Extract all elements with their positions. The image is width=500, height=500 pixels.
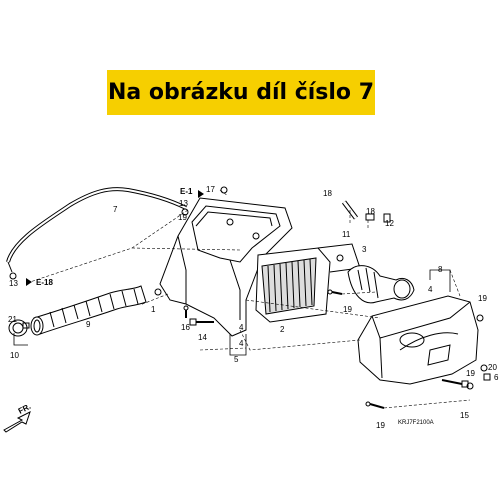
air-cleaner-cover [357,295,479,385]
bracket-10 [13,333,28,346]
part-number-banner: Na obrázku díl číslo 7 [107,70,375,115]
screw-6 [483,373,491,381]
label-18-b: 18 [366,207,375,216]
screw-19-right [466,382,474,390]
breather-tube [6,187,187,263]
reference-arrows [26,190,204,286]
label-19-bottom: 19 [376,421,385,430]
air-cleaner-case [159,197,293,337]
label-19-top: 19 [178,213,187,222]
clip-18 [365,213,375,221]
bracket-8 [429,269,451,292]
bolt-15 [441,379,469,388]
front-arrow-icon [3,411,31,433]
bracket-5 [229,334,247,356]
label-1: 1 [151,305,156,314]
label-19-right: 19 [466,369,475,378]
label-16: 16 [181,323,190,332]
label-11: 11 [342,230,351,239]
screw-17 [220,186,228,194]
banner-text: Na obrázku díl číslo 7 [107,80,375,105]
label-13-top: 13 [179,199,188,208]
label-8: 8 [438,265,443,274]
screw-19-left [327,289,343,295]
label-20: 20 [488,363,497,372]
label-3: 3 [362,245,367,254]
ref-e1: E-1 [180,187,193,196]
screw-20 [480,364,488,372]
label-15: 15 [460,411,469,420]
label-5: 5 [234,355,239,364]
label-18-a: 18 [323,189,332,198]
ref-e18: E-18 [36,278,53,287]
leader-lines [29,189,471,409]
label-4-c: 4 [428,285,433,294]
screw-13-top [181,208,189,216]
label-6: 6 [494,373,499,382]
label-4-a: 4 [239,323,244,332]
hose-clamp [8,319,30,337]
label-19-mid: 19 [343,305,352,314]
screw-19-right-top [476,314,484,322]
plug-12 [383,213,391,223]
tube-clip [9,272,17,280]
label-21: 21 [8,315,17,324]
intake-hose [30,285,147,336]
label-4-b: 4 [239,339,244,348]
label-9: 9 [86,320,91,329]
label-2: 2 [280,325,285,334]
label-7: 7 [113,205,118,214]
connecting-tube [347,265,415,304]
label-12: 12 [385,219,394,228]
label-14: 14 [198,333,207,342]
label-19-right-top: 19 [478,294,487,303]
label-10: 10 [10,351,19,360]
diagram-code: KRJ7F2100A [398,420,434,426]
bolt-14 [189,318,214,326]
front-label: FR. [17,402,33,416]
screw-16 [183,305,189,318]
label-13: 13 [9,279,18,288]
screw-1 [154,288,162,296]
screw-19-cover [365,401,385,409]
label-17: 17 [206,185,215,194]
air-filter-element [255,243,361,323]
